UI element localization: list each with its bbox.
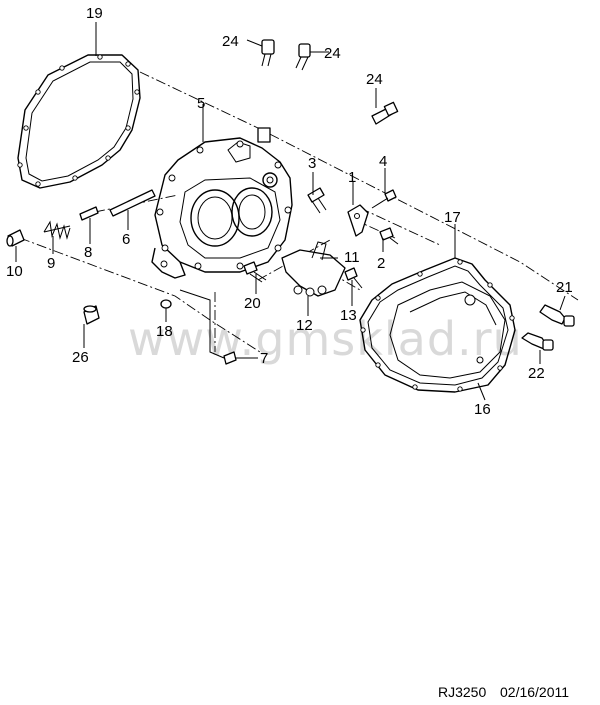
callout-10: 10	[6, 263, 23, 280]
callout-18: 18	[156, 323, 173, 340]
gasket-part-19	[17, 54, 141, 189]
assembly-axis-lines	[19, 71, 579, 353]
bolt-part-21	[539, 304, 575, 327]
callout-24-a: 24	[222, 33, 239, 50]
callout-6: 6	[122, 231, 130, 248]
spring-part-9	[43, 220, 71, 240]
callout-8: 8	[84, 244, 92, 261]
drawing-reference: RJ3250 02/16/2011	[438, 684, 569, 700]
drawing-date: 02/16/2011	[500, 684, 569, 700]
callout-21: 21	[556, 279, 573, 296]
callout-5: 5	[197, 95, 205, 112]
pin-part-8	[79, 206, 99, 221]
callout-19: 19	[86, 5, 103, 22]
watermark: www.gmsklad.ru	[128, 312, 523, 366]
washer-part-18	[160, 299, 172, 309]
side-cover-part-16	[389, 281, 506, 379]
callout-24-c: 24	[366, 71, 383, 88]
plug-part-10	[6, 229, 25, 247]
bracket-part-11	[281, 241, 346, 297]
drawing-code: RJ3250	[438, 684, 486, 700]
bolt-part-24-b	[295, 43, 311, 71]
bolt-part-13	[344, 267, 363, 289]
bolt-part-24-a	[261, 39, 275, 67]
bolt-part-3	[307, 187, 327, 214]
bolt-part-22	[521, 332, 554, 351]
callout-1: 1	[348, 169, 356, 186]
gasket-part-17	[359, 257, 516, 393]
callout-24-b: 24	[324, 45, 341, 62]
dowel-part-7	[223, 351, 237, 365]
callout-22: 22	[528, 365, 545, 382]
shaft-part-6	[109, 189, 156, 217]
callout-26: 26	[72, 349, 89, 366]
lever-part-1	[347, 204, 369, 237]
callout-13: 13	[340, 307, 357, 324]
bolt-part-24-c	[371, 101, 399, 125]
callout-17: 17	[444, 209, 461, 226]
callout-12: 12	[296, 317, 313, 334]
callout-11: 11	[344, 249, 360, 266]
callout-labels: 19 24 24 24 5 3 4 1 17 6 8 9 10 2 11 20 …	[6, 5, 573, 418]
cover-housing-part-5	[151, 127, 293, 279]
dowel-part-26	[83, 305, 100, 325]
callout-16: 16	[474, 401, 491, 418]
callout-9: 9	[47, 255, 55, 272]
leader-lines	[15, 22, 566, 401]
callout-2: 2	[377, 255, 385, 272]
bolt-part-2	[379, 227, 399, 245]
bolt-part-20	[243, 261, 267, 283]
bracket-part-12	[293, 285, 327, 297]
callout-4: 4	[379, 153, 387, 170]
callout-20: 20	[244, 295, 261, 312]
callout-3: 3	[308, 155, 316, 172]
bolt-part-4	[371, 189, 397, 209]
callout-7: 7	[260, 350, 268, 367]
